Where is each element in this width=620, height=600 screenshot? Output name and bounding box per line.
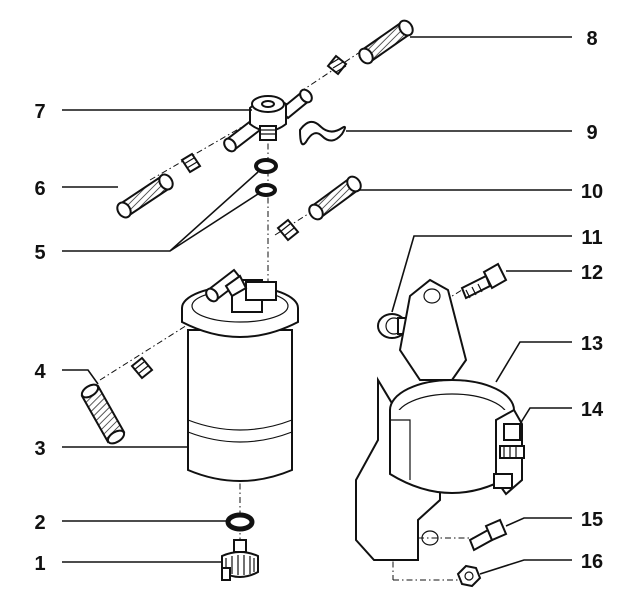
callout-2: 2: [34, 512, 45, 534]
tension-screw-14: [493, 423, 525, 489]
o-ring-5-upper: [254, 158, 278, 174]
callout-4: 4: [34, 361, 46, 383]
callout-10: 10: [581, 181, 603, 203]
hose-4: [80, 383, 126, 445]
callout-8: 8: [586, 28, 597, 50]
washer-2: [225, 512, 255, 532]
leader-lines: [62, 36, 572, 575]
callout-6: 6: [34, 178, 45, 200]
wire-clip-9: [298, 120, 346, 146]
callout-1: 1: [34, 553, 45, 575]
hose-clamp-4: [130, 356, 154, 380]
drain-screw-1: [221, 539, 259, 581]
bolt-12: [460, 262, 508, 300]
hose-10: [308, 175, 362, 221]
callout-15: 15: [581, 509, 603, 531]
hose-clamp-10: [276, 218, 300, 242]
hose-8: [358, 19, 414, 65]
callout-9: 9: [586, 122, 597, 144]
callout-13: 13: [581, 333, 603, 355]
callout-5: 5: [34, 242, 45, 264]
fuel-filter-3: [181, 268, 299, 482]
nut-16: [456, 564, 482, 588]
hose-clamp-8: [326, 54, 348, 76]
o-ring-5-lower: [255, 183, 277, 197]
callout-11: 11: [581, 227, 602, 249]
t-valve-7: [223, 88, 313, 153]
hose-clamp-6: [180, 152, 202, 174]
callout-7: 7: [34, 101, 45, 123]
bolt-15: [468, 518, 508, 552]
callout-16: 16: [581, 551, 603, 573]
hose-6: [116, 173, 174, 219]
callout-numbers: 1 2 3 4 5 6 7 8 9 10 11 12 13 14 15 16: [34, 28, 604, 575]
callout-12: 12: [581, 262, 603, 284]
callout-14: 14: [581, 399, 604, 421]
callout-3: 3: [34, 438, 45, 460]
